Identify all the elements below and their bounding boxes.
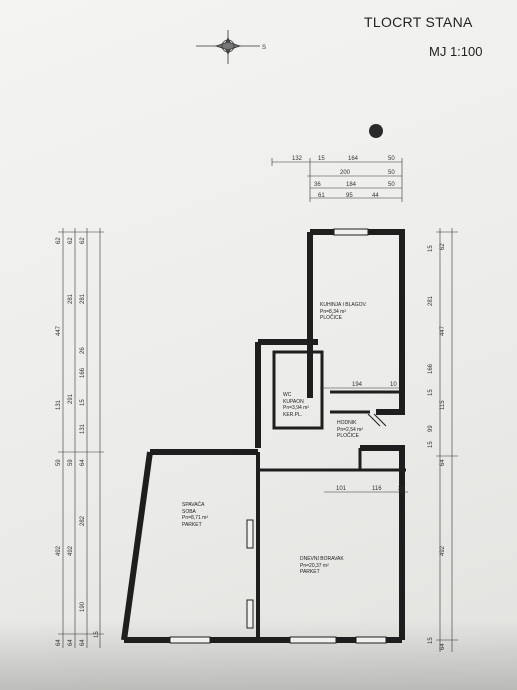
dim-right-l: 15 [428, 637, 434, 644]
wc-floor: KER.PL. [283, 411, 303, 418]
dim-left3-k: 15 [94, 631, 100, 638]
dim-right-d: 447 [440, 325, 446, 336]
dim-top-3a: 36 [314, 182, 321, 188]
dim-top-1d: 50 [388, 156, 395, 162]
hallway-name: HODNIK [337, 420, 357, 426]
dim-right-b: 62 [440, 243, 446, 250]
bedroom-sub: SOBA [182, 508, 196, 515]
dim-left3-h: 282 [80, 515, 86, 526]
dim-right-g: 115 [440, 400, 446, 410]
kitchen-name: KUHINJA I BLAGOV. [320, 302, 367, 308]
dim-inner-a: 194 [352, 382, 363, 388]
dim-top-1a: 132 [292, 156, 303, 162]
dim-left3-e: 15 [80, 399, 86, 406]
bedroom-name: SPAVAĆA [182, 502, 205, 508]
compass-mark: S [262, 45, 266, 51]
room-label-hallway: HODNIK Pn=2,54 m² PLOČICE [337, 420, 363, 440]
dim-top-2a: 200 [340, 170, 351, 176]
dim-right-i: 15 [428, 441, 434, 448]
dim-top-1b: 15 [318, 156, 325, 162]
dim-left1-d: 59 [56, 459, 62, 466]
dim-right-k: 492 [440, 545, 446, 556]
room-label-living: DNEVNI BORAVAK Pn=20,37 m² PARKET [300, 556, 344, 576]
dim-top-3c: 50 [388, 182, 395, 188]
left-dimension-lines [58, 228, 104, 648]
drawing-title: TLOCRT STANA [364, 14, 473, 30]
dim-top-4a: 61 [318, 193, 325, 199]
dim-inner-e: 22 [398, 486, 405, 492]
ink-blot [369, 124, 383, 138]
inner-dimension-lines [320, 387, 408, 493]
dim-left1-b: 447 [56, 325, 62, 336]
dim-right-e: 166 [428, 363, 434, 374]
dim-left1-e: 492 [56, 545, 62, 556]
drawing-scale: MJ 1:100 [429, 44, 483, 59]
dim-inner-c: 101 [336, 486, 347, 492]
dim-right-m: 64 [440, 643, 446, 650]
dim-top-4b: 95 [346, 193, 353, 199]
room-label-kitchen: KUHINJA I BLAGOV. Pn=8,34 m² PLOČICE [320, 302, 367, 322]
dim-right-f: 15 [428, 389, 434, 396]
dim-left2-e: 492 [68, 545, 74, 556]
living-area: Pn=20,37 m² [300, 562, 329, 569]
dim-left2-c: 291 [68, 393, 74, 404]
living-floor: PARKET [300, 569, 320, 575]
dim-right-j: 64 [440, 459, 446, 466]
dim-left3-b: 281 [80, 293, 86, 304]
wc-name: WC [283, 392, 292, 398]
dim-left2-b: 281 [68, 293, 74, 304]
dim-left3-c: 26 [80, 347, 86, 354]
room-label-bedroom: SPAVAĆA SOBA Pn=8,71 m² PARKET [182, 502, 208, 528]
dim-top-1c: 164 [348, 156, 359, 162]
dim-inner-d: 116 [372, 486, 382, 492]
dim-left1-f: 64 [56, 639, 62, 646]
dim-left3-a: 62 [80, 237, 86, 244]
dim-top-2b: 50 [388, 170, 395, 176]
dim-right-c: 281 [428, 295, 434, 306]
north-arrow-icon [196, 30, 260, 64]
dim-left1-a: 62 [56, 237, 62, 244]
bedroom-floor: PARKET [182, 521, 202, 528]
dim-left3-f: 131 [80, 423, 86, 434]
right-dimension-lines [436, 228, 458, 652]
kitchen-floor: PLOČICE [320, 315, 342, 321]
dim-left2-d: 59 [68, 459, 74, 466]
kitchen-area: Pn=8,34 m² [320, 308, 346, 315]
hallway-floor: PLOČICE [337, 433, 359, 439]
hallway-area: Pn=2,54 m² [337, 426, 363, 433]
dim-top-3b: 184 [346, 182, 357, 188]
bedroom-area: Pn=8,71 m² [182, 515, 208, 521]
dim-right-h: 99 [428, 425, 434, 432]
dim-left3-i: 190 [80, 601, 86, 612]
dim-left2-a: 62 [68, 237, 74, 244]
dim-left1-c: 131 [56, 399, 62, 410]
wc-area: Pn=3,94 m² [283, 405, 309, 411]
wc-sub: KUPAON [283, 398, 304, 405]
dim-left2-f: 64 [68, 639, 74, 646]
living-name: DNEVNI BORAVAK [300, 556, 344, 562]
dim-inner-b: 10 [390, 382, 397, 388]
dim-top-4c: 44 [372, 193, 379, 199]
windows [169, 519, 387, 644]
dim-left3-d: 166 [80, 367, 86, 378]
dim-left3-j: 64 [80, 639, 86, 646]
walls [121, 228, 406, 643]
dim-right-a: 15 [428, 245, 434, 252]
top-dimension-lines [271, 158, 403, 202]
dim-left3-g: 64 [80, 459, 86, 466]
room-label-wc: WC KUPAON Pn=3,94 m² KER.PL. [283, 392, 309, 418]
